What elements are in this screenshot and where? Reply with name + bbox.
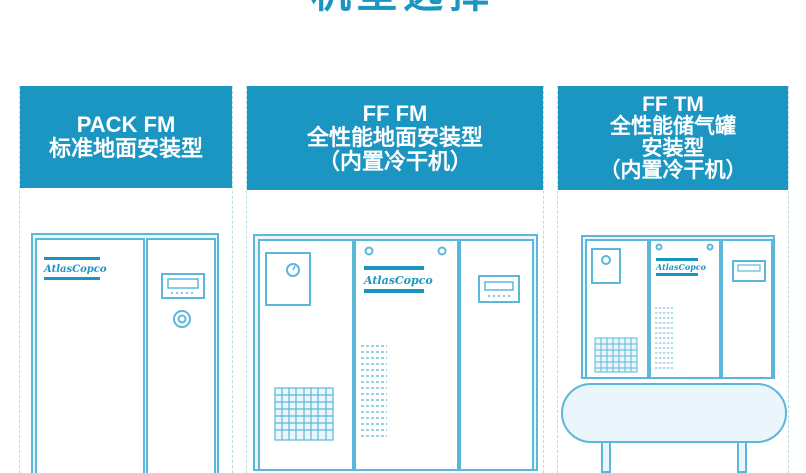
page-title: 机型选择 <box>0 0 806 14</box>
intake-grille <box>594 337 638 373</box>
ff-fm-compressor-illustration: AtlasCopco <box>253 234 538 471</box>
vent-grille <box>361 345 387 437</box>
model-type: 标准地面安装型 <box>48 136 203 161</box>
model-name: PACK FM <box>76 112 176 137</box>
model-card-pack-fm[interactable]: PACK FM 标准地面安装型 AtlasCopco <box>19 86 233 473</box>
pack-fm-compressor-illustration: AtlasCopco <box>31 233 219 473</box>
model-note: （内置冷干机） <box>317 149 472 174</box>
intake-grille <box>274 387 334 441</box>
model-card-ff-fm[interactable]: FF FM 全性能地面安装型 （内置冷干机） AtlasCopco <box>246 86 544 473</box>
brand-logo: AtlasCopco <box>363 274 433 287</box>
model-header-pack-fm: PACK FM 标准地面安装型 <box>20 86 232 188</box>
model-card-ff-tm[interactable]: FF TM 全性能储气罐 安装型 （内置冷干机） AtlasCopco <box>557 86 789 473</box>
model-name: FF FM <box>362 101 428 126</box>
model-type: 全性能地面安装型 <box>306 125 483 150</box>
model-name: FF TM <box>642 93 704 116</box>
model-header-ff-fm: FF FM 全性能地面安装型 （内置冷干机） <box>247 86 543 190</box>
model-type-2: 安装型 <box>641 137 705 160</box>
model-type: 全性能储气罐 <box>610 115 736 138</box>
ff-tm-compressor-illustration: AtlasCopco <box>561 235 787 473</box>
brand-logo: AtlasCopco <box>655 262 707 272</box>
model-note: （内置冷干机） <box>599 159 747 182</box>
model-header-ff-tm: FF TM 全性能储气罐 安装型 （内置冷干机） <box>558 86 788 190</box>
brand-logo: AtlasCopco <box>43 264 107 275</box>
vent-grille <box>655 307 673 369</box>
